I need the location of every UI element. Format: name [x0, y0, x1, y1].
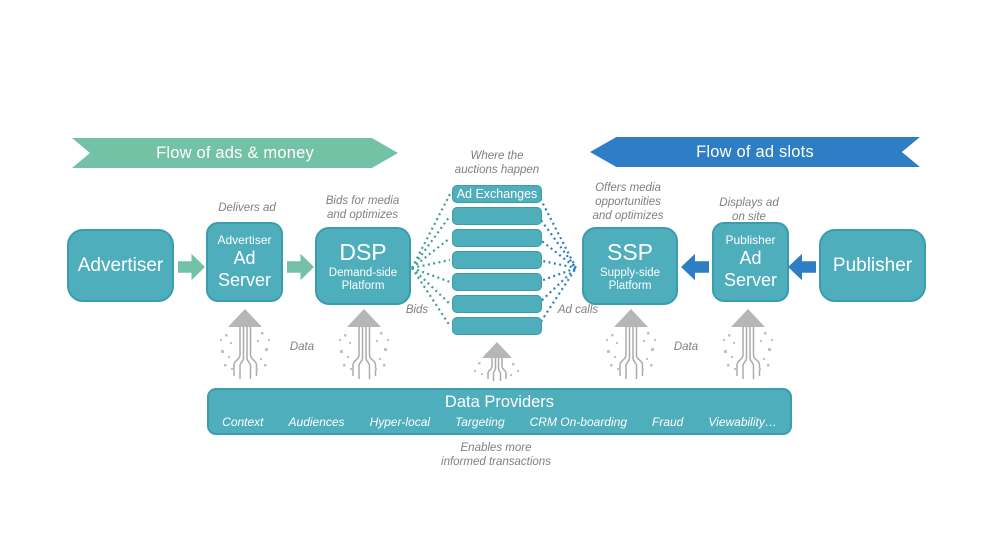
advertiser-ad-server-box: Advertiser Ad Server: [206, 222, 283, 302]
data-up-arrow-icon: [336, 306, 392, 382]
data-provider-item: Context: [222, 415, 264, 429]
banner-flow-of-ad-slots: Flow of ad slots: [590, 137, 920, 167]
publisher-ad-server-label: Ad Server: [723, 248, 777, 290]
left-arrow-icon: [788, 253, 816, 281]
banner-left-label: Flow of ads & money: [156, 143, 314, 162]
ssp-title: SSP: [606, 238, 654, 265]
note-bids-for-media: Bids for media and optimizes: [325, 195, 400, 221]
ad-calls-dotted-lines: [537, 193, 577, 327]
ssp-subtitle: Supply-side Platform: [599, 266, 661, 292]
data-providers-title: Data Providers: [444, 393, 555, 411]
left-arrow-icon: [681, 253, 709, 281]
data-provider-item: CRM On-boarding: [529, 415, 627, 429]
dsp-title: DSP: [339, 238, 387, 265]
data-providers-items: Context Audiences Hyper-local Targeting …: [209, 415, 790, 429]
note-ad-calls: Ad calls: [557, 304, 599, 316]
advertiser-box: Advertiser: [67, 229, 174, 302]
banner-flow-of-ads-money: Flow of ads & money: [72, 138, 398, 168]
publisher-ad-server-subtitle: Publisher: [725, 233, 776, 247]
ad-exchange-bar: [452, 295, 542, 313]
data-up-arrow-icon: [469, 340, 525, 382]
note-delivers-ad: Delivers ad: [218, 202, 276, 214]
ad-exchanges-stack: Ad Exchanges: [452, 185, 542, 339]
right-arrow-icon: [287, 253, 314, 281]
note-enables-transactions: Enables more informed transactions: [441, 442, 551, 468]
note-where-auctions-happen: Where the auctions happen: [454, 150, 540, 176]
advertiser-label: Advertiser: [77, 254, 164, 276]
data-provider-item: Hyper-local: [369, 415, 431, 429]
ad-exchange-bar: [452, 317, 542, 335]
ad-exchange-bar: [452, 207, 542, 225]
publisher-ad-server-box: Publisher Ad Server: [712, 222, 789, 302]
banner-right-label: Flow of ad slots: [696, 142, 814, 161]
dsp-subtitle: Demand-side Platform: [328, 266, 398, 292]
note-bids: Bids: [405, 304, 429, 316]
note-data-left: Data: [289, 341, 315, 353]
data-up-arrow-icon: [603, 306, 659, 382]
data-provider-item: Targeting: [455, 415, 505, 429]
data-providers-box: Data Providers Context Audiences Hyper-l…: [207, 388, 792, 435]
ad-exchange-bar: [452, 229, 542, 247]
ad-exchange-bar: [452, 251, 542, 269]
ad-exchanges-label: Ad Exchanges: [456, 187, 538, 201]
data-up-arrow-icon: [720, 306, 776, 382]
bids-dotted-lines: [411, 193, 451, 327]
ad-exchanges-label-bar: Ad Exchanges: [452, 185, 542, 203]
note-displays-ad: Displays ad on site: [719, 197, 779, 223]
advertiser-ad-server-subtitle: Advertiser: [217, 233, 272, 247]
ssp-box: SSP Supply-side Platform: [582, 227, 678, 305]
note-data-right: Data: [673, 341, 699, 353]
data-provider-item: Fraud: [652, 415, 684, 429]
dsp-box: DSP Demand-side Platform: [315, 227, 411, 305]
publisher-box: Publisher: [819, 229, 926, 302]
data-up-arrow-icon: [217, 306, 273, 382]
data-provider-item: Viewability…: [708, 415, 777, 429]
publisher-label: Publisher: [832, 254, 913, 276]
data-provider-item: Audiences: [288, 415, 345, 429]
note-offers-media: Offers media opportunities and optimizes: [592, 182, 664, 222]
ad-exchange-bar: [452, 273, 542, 291]
auction-fan-lines: [411, 193, 577, 327]
right-arrow-icon: [178, 253, 205, 281]
advertiser-ad-server-label: Ad Server: [217, 248, 271, 290]
